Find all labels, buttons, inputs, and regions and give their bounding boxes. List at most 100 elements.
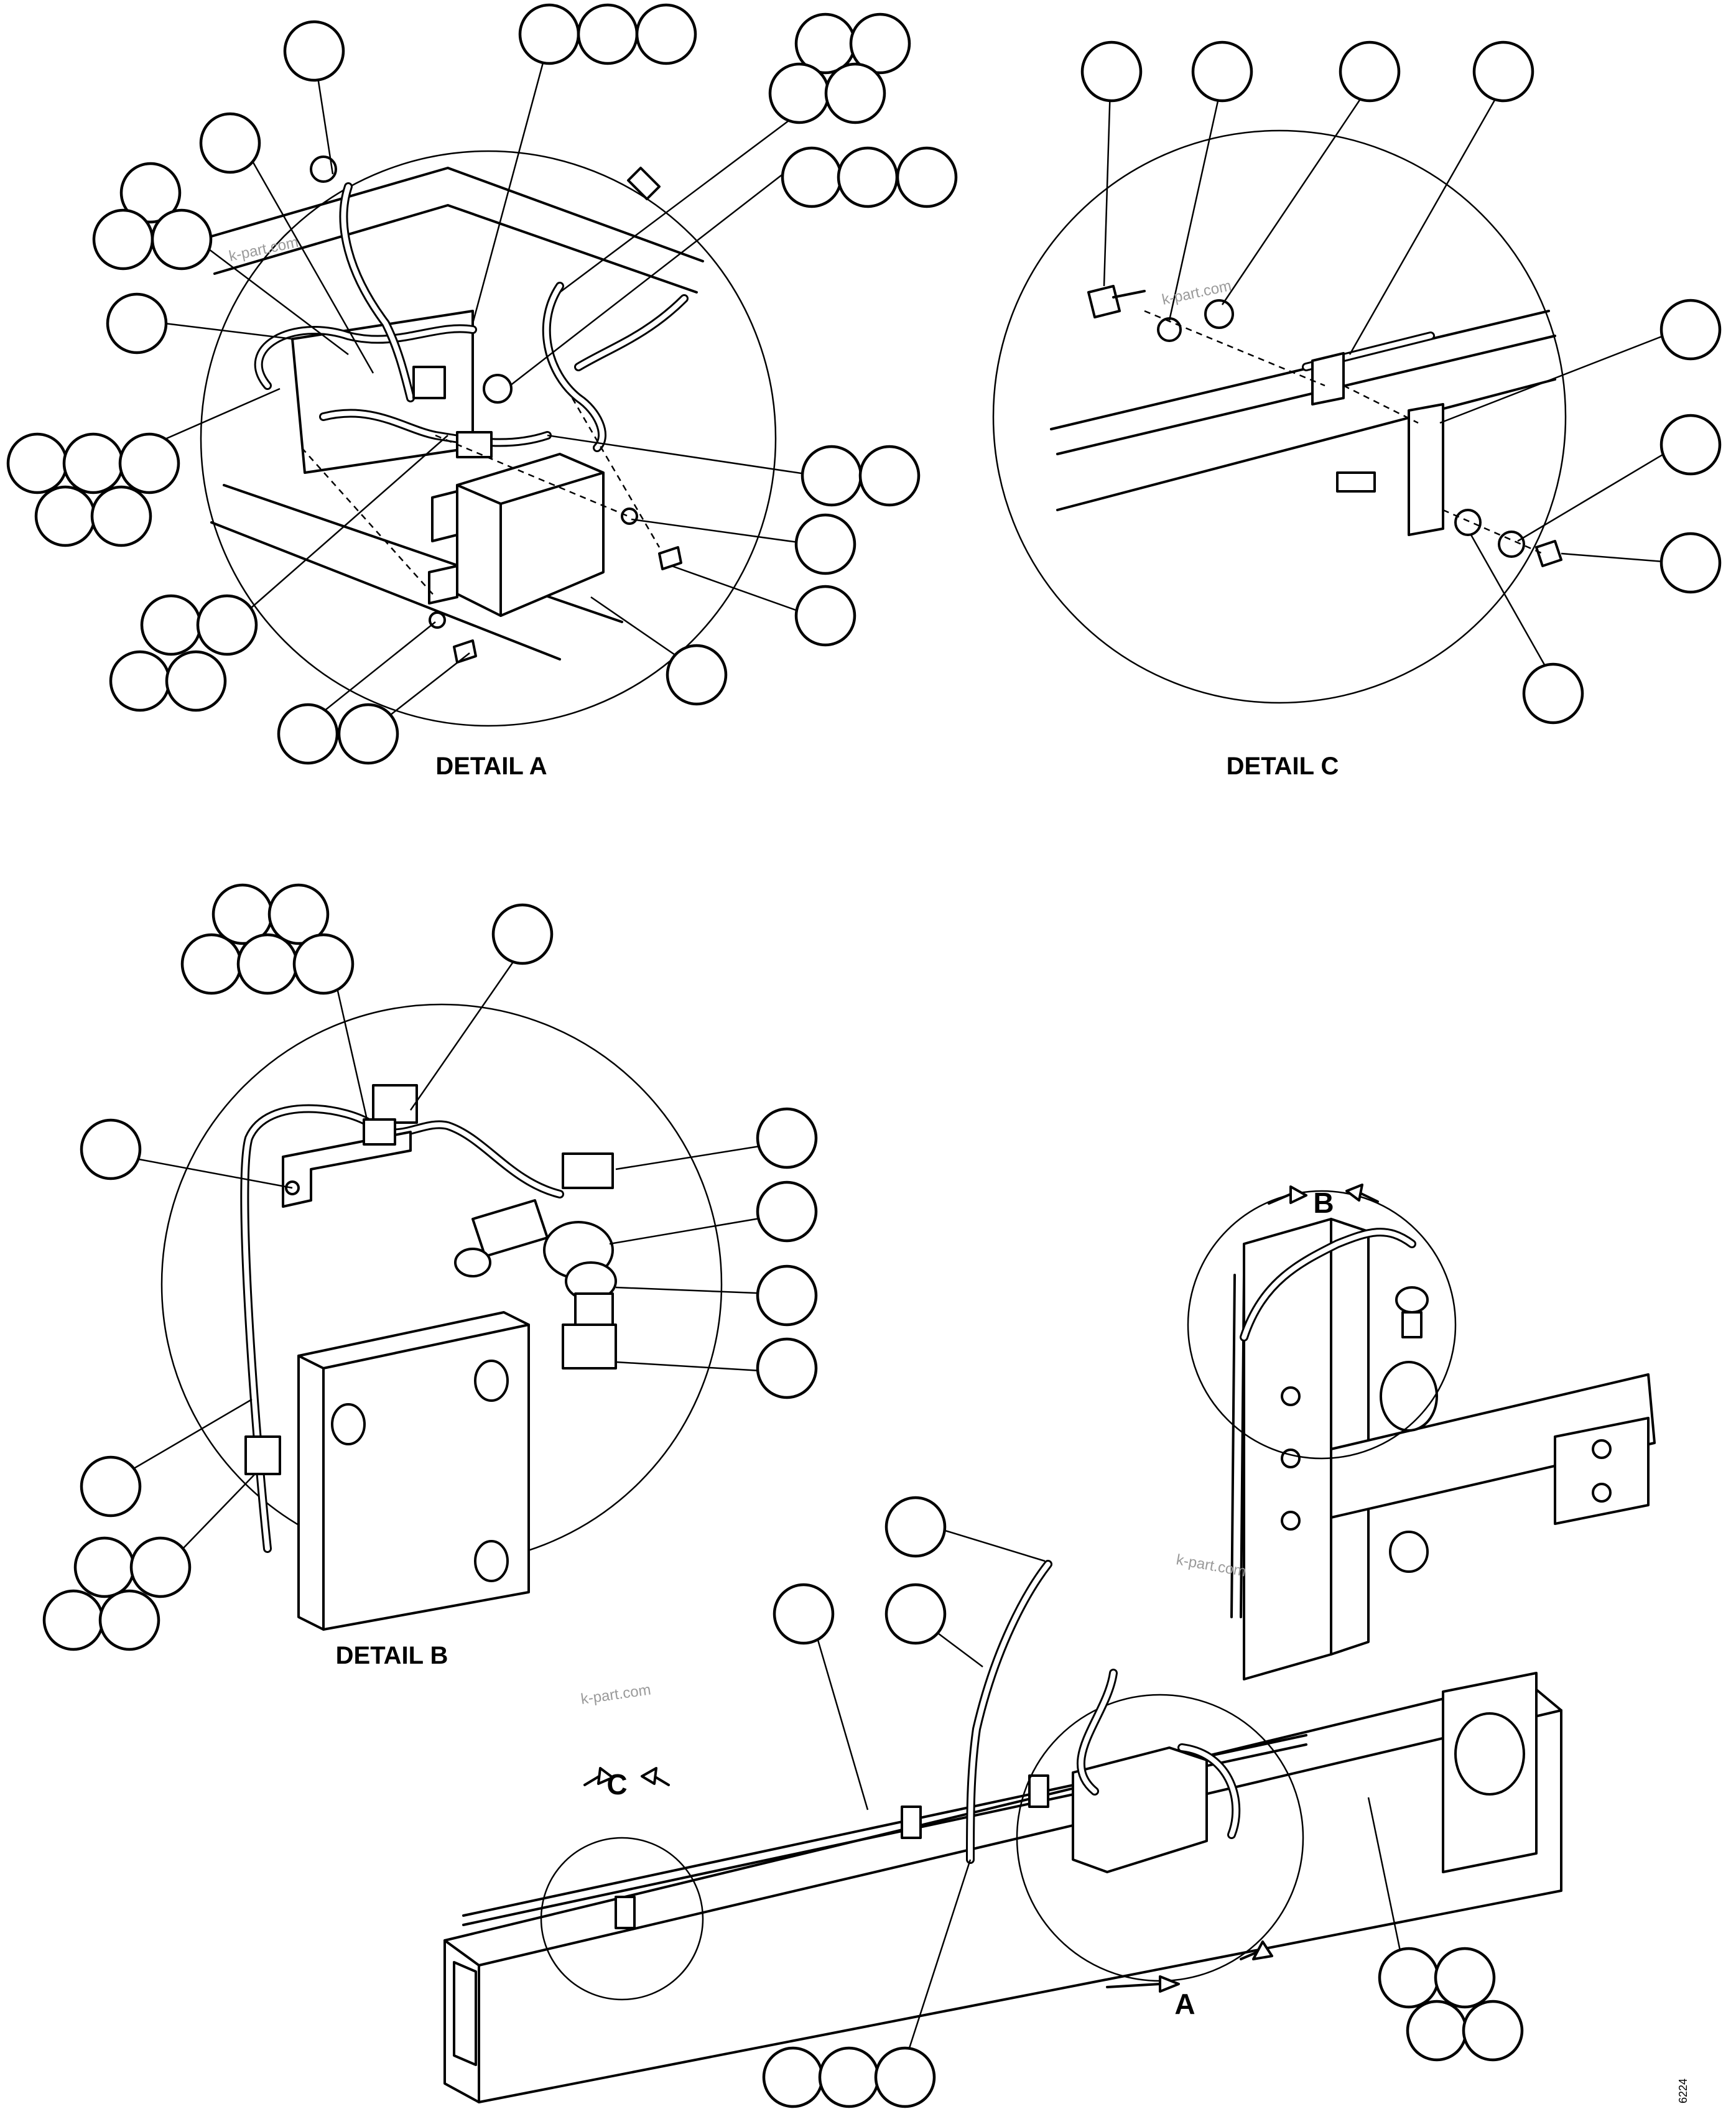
callout-balloon — [1472, 40, 1534, 103]
sensor-bracket — [471, 1199, 549, 1258]
watermark: k-part.com — [1175, 1551, 1247, 1580]
detail-b-title: DETAIL B — [336, 1642, 448, 1669]
callout-balloon — [1522, 662, 1584, 725]
connector — [372, 1084, 418, 1124]
callout-balloon — [756, 1107, 818, 1169]
callout-balloon — [781, 146, 843, 208]
detail-a-title: DETAIL A — [435, 753, 547, 780]
connector — [562, 1152, 614, 1189]
view-marker-a: A — [1174, 1988, 1195, 2020]
view-marker-c: C — [606, 1768, 627, 1801]
module-box — [1072, 1746, 1208, 1873]
callout-balloon — [756, 1337, 818, 1399]
callout-balloon — [635, 3, 697, 65]
bracket-plate — [1408, 403, 1444, 536]
callout-balloon — [73, 1536, 136, 1598]
callout-balloon — [801, 445, 863, 507]
callout-balloon — [1462, 2000, 1524, 2062]
callout-balloon — [1406, 2000, 1468, 2062]
callout-balloon — [90, 485, 152, 547]
bracket-tab — [431, 490, 458, 542]
callout-balloon — [267, 883, 330, 945]
callout-balloon — [109, 650, 171, 712]
mounting-block — [297, 1311, 530, 1631]
callout-balloon — [1659, 532, 1722, 594]
washer — [1204, 299, 1234, 329]
callout-balloon — [236, 933, 299, 995]
grommet — [483, 374, 513, 404]
detail-c-boundary — [992, 129, 1567, 704]
callout-balloon — [80, 1118, 142, 1180]
drawing-number: 6224 — [1677, 2079, 1689, 2103]
cable-clip — [615, 1896, 636, 1929]
bracket — [282, 1131, 412, 1208]
nut — [1535, 540, 1562, 567]
watermark: k-part.com — [580, 1681, 652, 1708]
ring-terminal — [310, 155, 337, 183]
callout-balloon — [118, 432, 180, 494]
callout-balloon — [818, 2046, 880, 2108]
callout-balloon — [849, 12, 911, 75]
view-marker-b: B — [1313, 1187, 1334, 1219]
callout-balloon — [42, 1589, 104, 1651]
callout-balloon — [874, 2046, 936, 2108]
connector — [456, 431, 493, 458]
detail-c-callout — [540, 1837, 704, 2001]
hose-clamp — [244, 1435, 281, 1475]
detail-b-callout — [1187, 1190, 1457, 1460]
cable-clip — [1311, 352, 1345, 406]
detail-a: k-part.com DETAIL A — [6, 3, 958, 780]
connector — [412, 366, 446, 399]
callout-balloon — [180, 933, 243, 995]
callout-balloon — [794, 585, 856, 647]
callout-balloon — [896, 146, 958, 208]
callout-balloon — [165, 650, 227, 712]
main-beam — [443, 1678, 1562, 2103]
callout-balloon — [837, 146, 899, 208]
callout-balloon — [6, 432, 68, 494]
detail-a-frame-top — [210, 167, 704, 262]
callout-balloon — [129, 1536, 192, 1598]
callout-balloon — [884, 1496, 947, 1558]
screw — [453, 639, 477, 664]
callout-balloon — [1659, 299, 1722, 361]
callout-balloon — [756, 1180, 818, 1243]
callout-balloon — [768, 62, 830, 124]
callout-balloon — [119, 162, 182, 224]
bolt — [1087, 285, 1121, 318]
callout-balloon — [1339, 40, 1401, 103]
main-assembly: A B C k-part.com — [443, 1184, 1689, 2108]
callout-balloon — [199, 112, 261, 174]
washer — [1454, 509, 1482, 536]
callout-balloon — [773, 1583, 835, 1645]
callout-balloon — [62, 432, 124, 494]
callout-balloon — [277, 703, 339, 765]
callout-balloon — [858, 445, 921, 507]
callout-balloon — [92, 208, 154, 271]
detail-c: k-part.com DETAIL C — [992, 40, 1722, 780]
callout-balloon — [140, 594, 202, 656]
detail-b: DETAIL B k-part.com — [42, 883, 818, 1708]
callout-balloon — [80, 1455, 142, 1518]
stud — [1336, 471, 1376, 493]
callout-balloon — [577, 3, 639, 65]
callout-balloon — [283, 20, 345, 82]
detail-a-boundary — [200, 150, 777, 727]
callout-balloon — [824, 62, 886, 124]
callout-balloon — [756, 1264, 818, 1327]
callout-balloon — [1434, 1947, 1496, 2009]
callout-balloon — [292, 933, 355, 995]
callout-balloon — [762, 2046, 824, 2108]
callout-balloon — [1659, 414, 1722, 476]
callout-balloon — [34, 485, 96, 547]
callout-balloon — [98, 1589, 160, 1651]
callout-balloon — [106, 292, 168, 355]
detail-c-title: DETAIL C — [1227, 753, 1339, 780]
callout-balloon — [1080, 40, 1143, 103]
callout-balloon — [518, 3, 580, 65]
callout-balloon — [151, 208, 213, 271]
callout-balloon — [666, 644, 728, 706]
arm — [1330, 1373, 1656, 1519]
callout-balloon — [884, 1583, 947, 1645]
